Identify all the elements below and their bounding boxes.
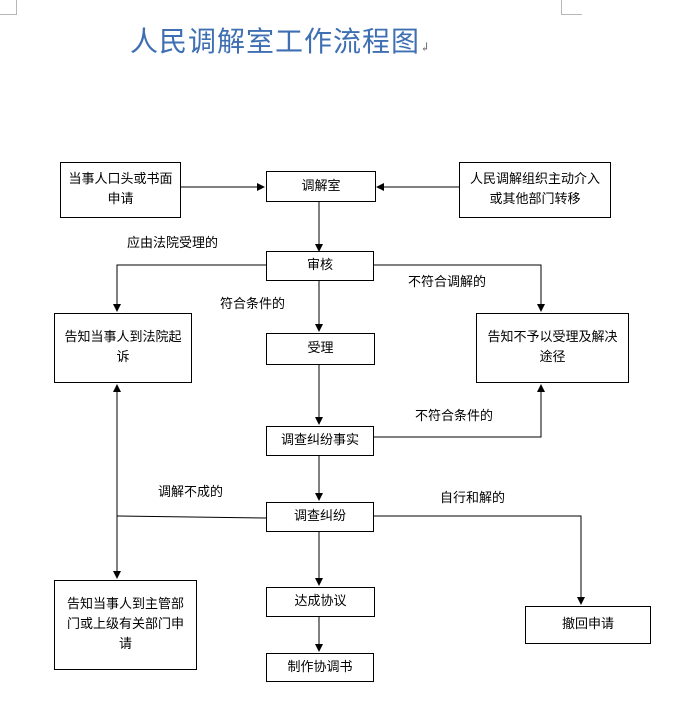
agreement-box: 达成协议 — [266, 587, 375, 617]
mediate-dispute-box: 调查纠纷 — [266, 502, 374, 532]
mediation-room-box: 调解室 — [266, 171, 376, 202]
notify-reject-box: 告知不予以受理及解决途径 — [476, 313, 629, 383]
arrow-facts-to-reject — [374, 384, 545, 438]
arrow-review-to-reject — [374, 264, 545, 312]
make-document-box: 制作协调书 — [266, 653, 374, 682]
paragraph-mark-icon: ↲ — [420, 40, 432, 54]
review-box: 审核 — [266, 251, 374, 281]
withdraw-box: 撤回申请 — [525, 606, 651, 644]
oral-application-box: 当事人口头或书面申请 — [60, 162, 181, 218]
accept-box: 受理 — [266, 333, 375, 365]
initiative-intervention-box: 人民调解组织主动介入或其他部门转移 — [459, 162, 611, 218]
investigate-facts-box: 调查纠纷事实 — [266, 426, 374, 456]
title-text: 人民调解室工作流程图 — [130, 25, 421, 58]
line-mediate-to-left — [116, 515, 267, 519]
label-meets-conditions: 符合条件的 — [220, 297, 286, 312]
page-corner-mark-left — [0, 0, 17, 15]
label-not-suitable: 不符合调解的 — [408, 275, 487, 290]
label-court-accept: 应由法院受理的 — [127, 236, 219, 251]
notify-authority-box: 告知当事人到主管部门或上级有关部门申请 — [54, 580, 197, 670]
label-not-meet-conditions: 不符合条件的 — [415, 409, 494, 424]
arrow-mediate-to-withdraw — [374, 515, 585, 605]
diagram-title: 人民调解室工作流程图↲ — [130, 20, 431, 60]
label-mediation-failed: 调解不成的 — [158, 485, 224, 500]
label-self-settled: 自行和解的 — [440, 491, 506, 506]
arrow-review-to-court — [113, 264, 266, 312]
notify-court-box: 告知当事人到法院起诉 — [54, 313, 192, 383]
page-corner-mark-right — [561, 0, 582, 15]
